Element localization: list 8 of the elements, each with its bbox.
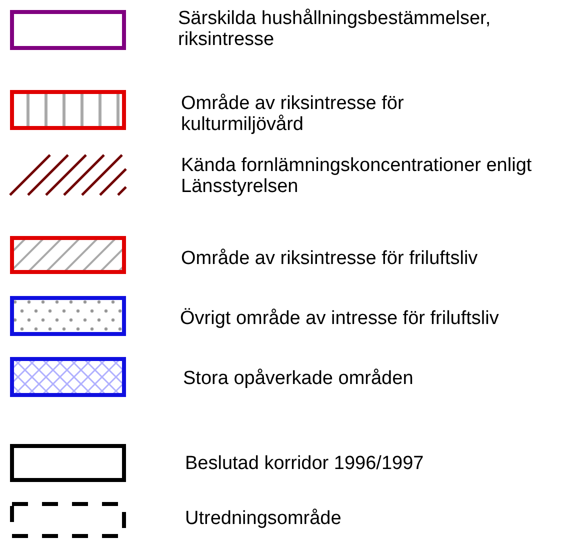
legend-text: Område av riksintresse för friluftsliv <box>181 248 479 269</box>
legend-text: Utredningsområde <box>185 508 342 529</box>
legend-text: Beslutad korridor 1996/1997 <box>185 453 425 474</box>
legend-text: Övrigt område av intresse för friluftsliv <box>180 308 500 329</box>
legend-text: Område av riksintresse för kulturmiljövård <box>181 93 405 135</box>
legend-text: Kända fornlämningskoncentrationer enligt Länsstyrelsen <box>181 155 533 197</box>
legend-text: Stora opåverkade områden <box>183 368 414 389</box>
legend-text: Särskilda hushållningsbestämmelser, riksintresse <box>178 8 492 50</box>
